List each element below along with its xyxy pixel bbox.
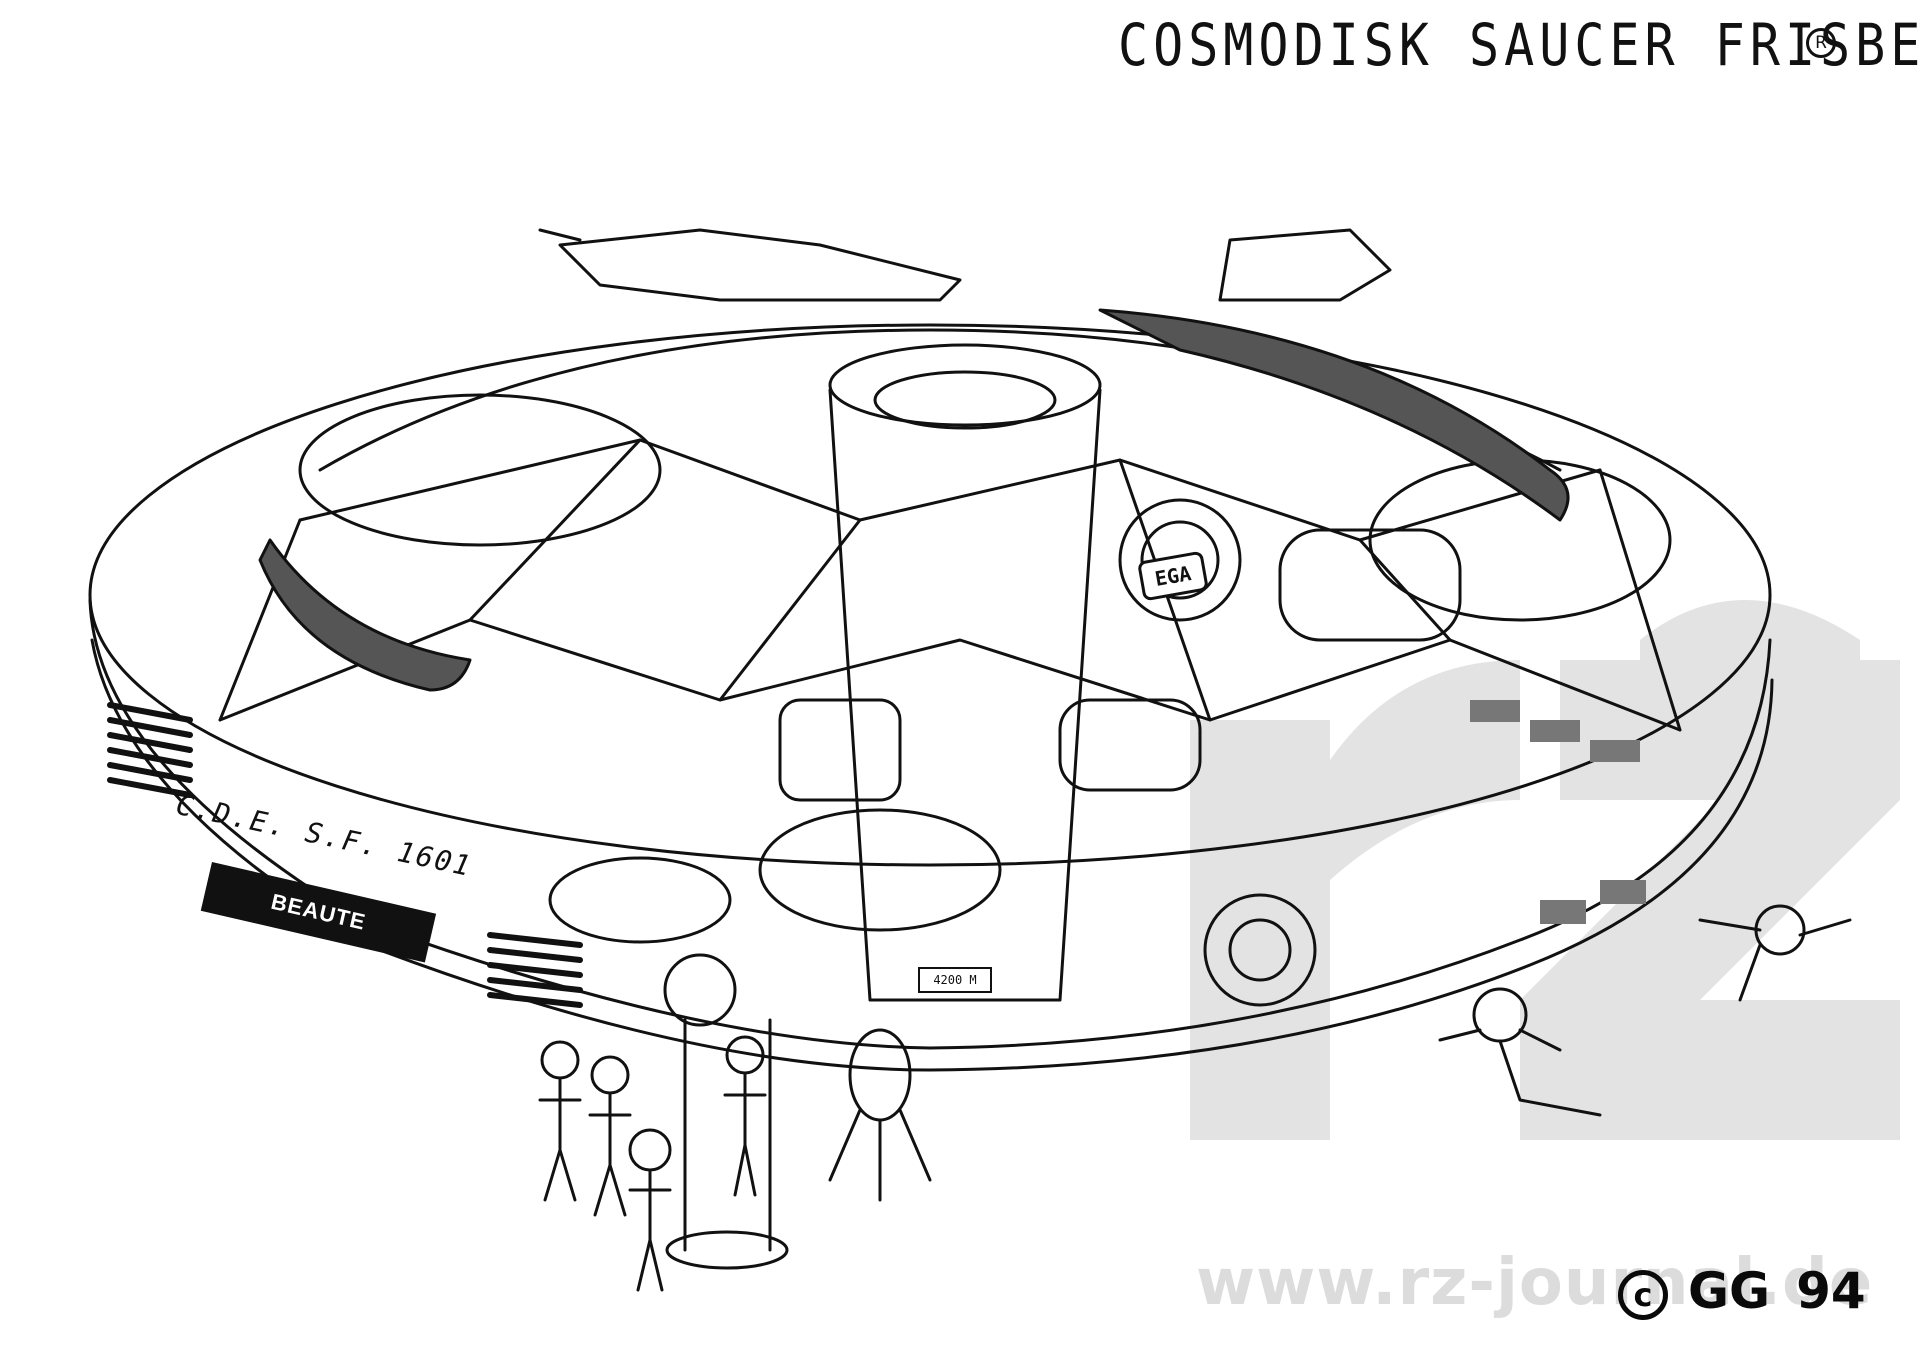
copyright-year: 94	[1796, 1262, 1866, 1320]
page-title: COSMODISK SAUCER FRISBEE	[1118, 12, 1920, 79]
saucer-top-rim	[88, 323, 1772, 867]
altitude-gauge-label: 4200 M	[933, 973, 977, 987]
registered-mark: R	[1806, 28, 1836, 58]
watermark-url: www.rz-journal.de	[1196, 1246, 1874, 1320]
top-fighter-ship	[558, 228, 962, 302]
copyright-initials: GG	[1688, 1262, 1771, 1320]
altitude-gauge: 4200 M	[918, 967, 992, 993]
copyright-notice: c GG 94	[1618, 1262, 1866, 1320]
copyright-symbol: c	[1618, 1269, 1668, 1320]
ega-badge-label: EGA	[1153, 561, 1193, 591]
